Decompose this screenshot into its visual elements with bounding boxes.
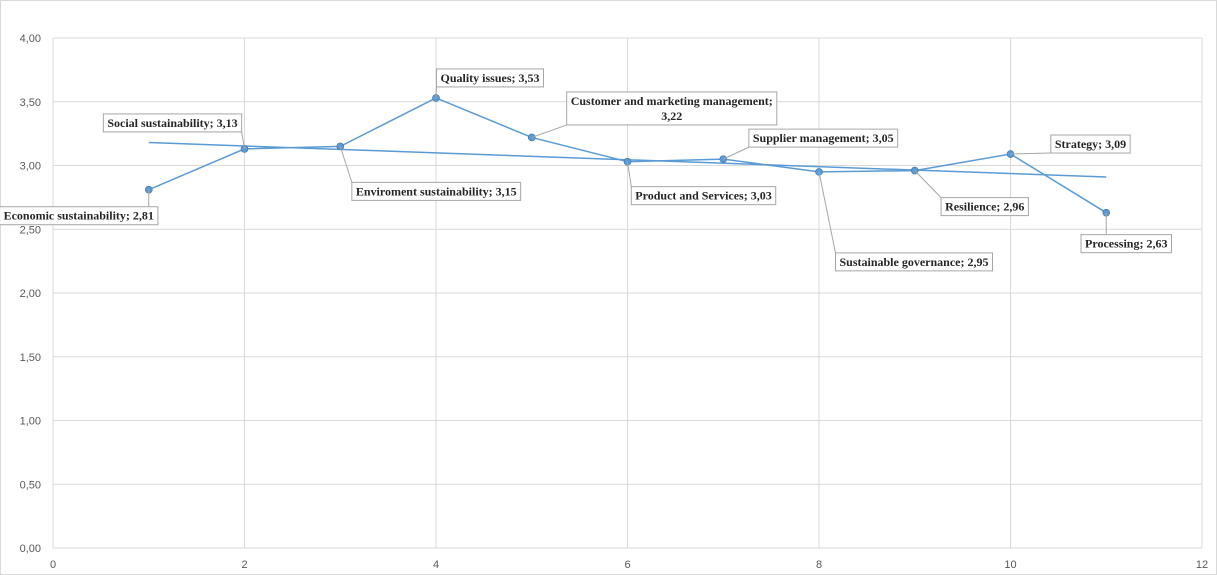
- data-label-box: [1050, 134, 1131, 154]
- data-label: Quality issues; 3,53: [435, 68, 545, 98]
- x-tick-label: 2: [241, 559, 247, 571]
- data-label-box: [940, 197, 1029, 217]
- leader-line: [531, 124, 567, 138]
- data-label-text: Strategy; 3,09: [1055, 137, 1126, 151]
- data-label: Sustainable governance; 2,95: [818, 171, 994, 272]
- y-tick-label: 2,00: [20, 288, 41, 300]
- leader-line: [241, 131, 245, 150]
- leader-line: [339, 146, 353, 183]
- x-tick-label: 0: [50, 559, 56, 571]
- y-tick-label: 1,50: [20, 352, 41, 364]
- data-label-box: [748, 128, 899, 148]
- y-tick-label: 1,00: [20, 416, 41, 428]
- data-label-text: Economic sustainability; 2,81: [4, 209, 154, 223]
- data-label-box: [102, 113, 243, 133]
- data-label-text: Quality issues; 3,53: [440, 71, 539, 85]
- y-tick-label: 0,50: [20, 479, 41, 491]
- data-label-text: Processing; 2,63: [1085, 237, 1167, 251]
- data-label: Processing; 2,63: [1080, 212, 1172, 254]
- data-label-text: Enviroment sustainability; 3,15: [356, 184, 517, 198]
- data-label-box: [1080, 234, 1172, 254]
- data-label-text: Customer and marketing management;3,22: [571, 94, 773, 123]
- data-label-box: [630, 186, 777, 206]
- axes: 0,00 0,50 1,00 1,50 2,00 2,50 3,00 3,50 4,00 0 2 4 6…: [20, 33, 1209, 571]
- leader-line: [914, 170, 942, 198]
- y-tick-label: 3,50: [20, 97, 41, 109]
- x-tick-label: 8: [816, 559, 822, 571]
- y-tick-label: 0,00: [20, 543, 41, 555]
- data-label-box: [351, 181, 522, 201]
- data-label-box: [435, 68, 545, 88]
- data-label: Strategy; 3,09: [1010, 134, 1131, 155]
- y-tick-label: 3,00: [20, 161, 41, 173]
- data-label-text: Supplier management; 3,05: [753, 131, 894, 145]
- leader-line: [1010, 152, 1051, 155]
- data-label: Enviroment sustainability; 3,15: [339, 146, 522, 201]
- leader-line: [818, 171, 836, 253]
- leader-line: [627, 161, 632, 187]
- data-label-box: [566, 91, 778, 126]
- data-label-box: [834, 252, 994, 272]
- data-label-text: Sustainable governance; 2,95: [839, 255, 988, 269]
- data-label: Supplier management; 3,05: [723, 128, 899, 160]
- x-tick-label: 6: [624, 559, 630, 571]
- y-tick-label: 4,00: [20, 33, 41, 45]
- x-tick-label: 12: [1196, 559, 1208, 571]
- gridlines: [52, 37, 1203, 549]
- data-label: Product and Services; 3,03: [627, 161, 777, 206]
- data-label-text: Resilience; 2,96: [945, 200, 1024, 214]
- x-tick-label: 4: [433, 559, 439, 571]
- data-label-text: Product and Services; 3,03: [635, 189, 771, 203]
- data-label-box: [0, 206, 159, 226]
- x-tick-label: 10: [1004, 559, 1016, 571]
- leader-line: [723, 146, 750, 160]
- data-label-text: Social sustainability; 3,13: [107, 116, 237, 130]
- data-label: Economic sustainability; 2,81: [0, 189, 159, 226]
- data-label: Customer and marketing management;3,22: [531, 91, 778, 138]
- data-label: Social sustainability; 3,13: [102, 113, 245, 150]
- data-labels: Economic sustainability; 2,81 Social sust…: [0, 68, 1172, 272]
- data-label: Resilience; 2,96: [914, 170, 1029, 217]
- y-tick-label: 2,50: [20, 224, 41, 236]
